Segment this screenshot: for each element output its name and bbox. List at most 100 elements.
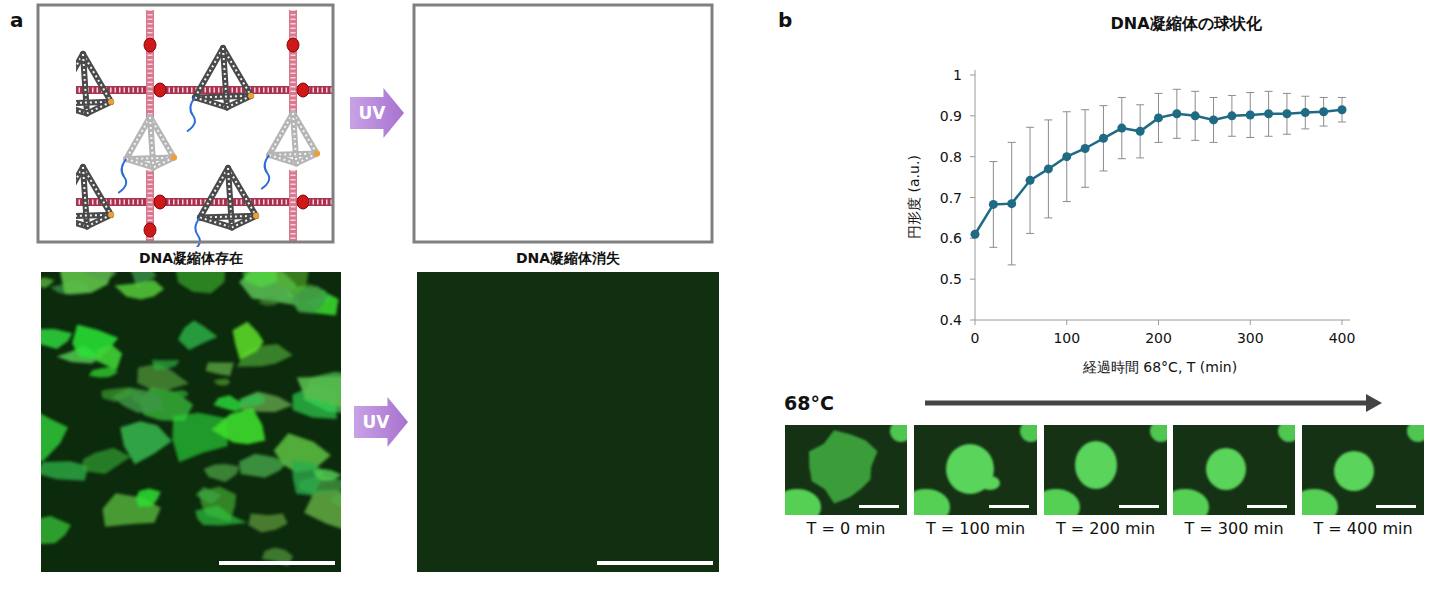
tetrahedron-rung — [200, 218, 232, 228]
tetrahedron-rung — [296, 154, 316, 164]
error-cap — [1136, 104, 1144, 105]
error-cap — [1118, 97, 1126, 98]
tetrahedron-edge — [200, 168, 228, 218]
frame-caption: T = 300 min — [1171, 518, 1297, 540]
tetrahedron-edge — [153, 158, 173, 168]
data-point — [1026, 176, 1035, 185]
error-cap — [1099, 170, 1107, 171]
condensate-group — [785, 425, 907, 515]
tetrahedron-rung — [200, 168, 228, 218]
error-cap — [1099, 105, 1107, 106]
condensate — [152, 360, 180, 371]
time-lapse-frame: T = 200 min — [1042, 425, 1169, 545]
condensate-group — [914, 425, 1037, 515]
condensate — [1334, 451, 1374, 491]
tetrahedron-rung — [195, 48, 223, 98]
junction-dot — [108, 99, 114, 105]
neighbor-droplet — [785, 489, 821, 515]
error-cap — [1265, 136, 1273, 137]
scale-bar — [1247, 505, 1287, 508]
condensate — [195, 506, 247, 526]
error-cap — [1026, 233, 1034, 234]
x-tick — [975, 320, 976, 325]
condensate — [178, 320, 218, 350]
dna-rod-rung — [148, 10, 153, 120]
tetrahedron-rung — [232, 216, 256, 228]
error-cap — [1228, 95, 1236, 96]
condensate — [213, 379, 230, 386]
panel-letter: a — [10, 8, 24, 32]
x-tick-label: 0 — [971, 330, 980, 347]
data-point — [1227, 111, 1236, 120]
data-point — [1154, 113, 1163, 122]
data-point — [1246, 111, 1255, 120]
y-tick-label: 0.4 — [940, 312, 962, 329]
time-arrow-head — [1366, 394, 1382, 412]
condensate — [41, 405, 68, 461]
data-point — [989, 200, 998, 209]
data-point — [1007, 199, 1016, 208]
condensate — [41, 516, 71, 545]
tetrahedron-edge — [195, 98, 227, 108]
junction-dot — [314, 151, 320, 157]
tetrahedron-rung — [269, 155, 296, 163]
x-axis-title: 経過時間 68°C, T (min) — [1083, 359, 1237, 376]
tetrahedron-edge — [200, 218, 232, 228]
dna-rod — [146, 10, 154, 120]
data-point — [1099, 134, 1108, 143]
x-tick-label: 300 — [1237, 330, 1264, 347]
micrograph-panel: DNA凝縮体存在 — [38, 248, 344, 572]
condensate — [136, 488, 161, 506]
error-cap — [1173, 138, 1181, 139]
fluorescence-micrograph — [1173, 425, 1295, 515]
frame-caption: T = 100 min — [912, 518, 1039, 540]
data-point — [1338, 105, 1347, 114]
photocleavable-site — [144, 38, 156, 52]
x-tick-label: 100 — [1053, 330, 1080, 347]
tetrahedron-edge — [87, 102, 111, 114]
uv-label: UV — [363, 412, 400, 432]
micrograph-panel: DNA凝縮体消失 — [414, 248, 722, 572]
condensate — [172, 413, 227, 463]
tetrahedron-rung — [87, 215, 111, 227]
tetrahedron-edge — [126, 117, 150, 159]
panel-heading: DNA凝縮体存在 — [38, 248, 344, 268]
dna-strand — [118, 159, 126, 193]
y-tick-label: 0.8 — [940, 148, 962, 165]
neighbor-droplet — [1407, 425, 1424, 442]
condensate-group — [1173, 425, 1295, 515]
error-cap — [1338, 121, 1346, 122]
condensate — [212, 408, 266, 444]
error-cap — [1283, 93, 1291, 94]
condensate — [120, 421, 172, 464]
condensate — [41, 278, 55, 288]
error-cap — [1191, 91, 1199, 92]
chart-title: DNA凝縮体の球状化 — [1110, 14, 1261, 33]
error-cap — [1301, 96, 1309, 97]
error-cap — [989, 161, 997, 162]
scheme-ground — [414, 5, 712, 242]
condensate — [174, 272, 226, 294]
condensate — [102, 387, 141, 402]
data-line — [975, 110, 1342, 235]
neighbor-droplet — [1044, 489, 1080, 515]
data-point — [1081, 144, 1090, 153]
tetrahedron-rung — [269, 113, 293, 155]
condensate — [239, 454, 287, 478]
y-tick — [970, 279, 975, 280]
error-cap — [1265, 91, 1273, 92]
time-lapse-frame: T = 400 min — [1300, 425, 1426, 545]
photocleavable-site — [154, 83, 166, 97]
y-axis-title: 円形度 (a.u.) — [906, 155, 923, 239]
condensate — [291, 286, 329, 314]
scheme-frame — [38, 5, 333, 242]
data-point — [971, 230, 980, 239]
neighbor-droplet — [890, 425, 907, 442]
photocleavable-site — [144, 223, 156, 237]
fluorescence-micrograph — [914, 425, 1037, 515]
tetrahedron-edge — [232, 216, 256, 228]
data-point — [1301, 108, 1310, 117]
scale-bar — [219, 561, 335, 565]
error-cap — [1026, 127, 1034, 128]
